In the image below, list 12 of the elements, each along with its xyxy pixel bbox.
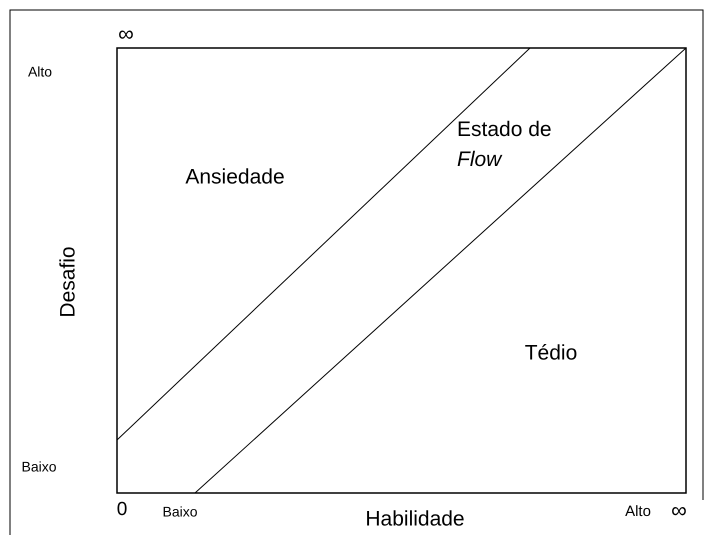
origin-label: 0 [116,498,128,522]
region-label: Tédio [524,340,578,366]
axis-title: Habilidade [365,506,465,532]
infinity-symbol: ∞ [118,24,134,44]
axis-tick-label: Alto [625,502,651,522]
axis-tick-label: Baixo [21,458,57,476]
region-label: Estado de Flow [457,117,553,173]
axis-tick-label: Baixo [162,502,198,522]
axis-tick-label: Alto [28,62,52,82]
infinity-symbol: ∞ [671,496,687,524]
axis-title: Desafio [55,246,80,318]
region-label: Ansiedade [185,164,285,190]
